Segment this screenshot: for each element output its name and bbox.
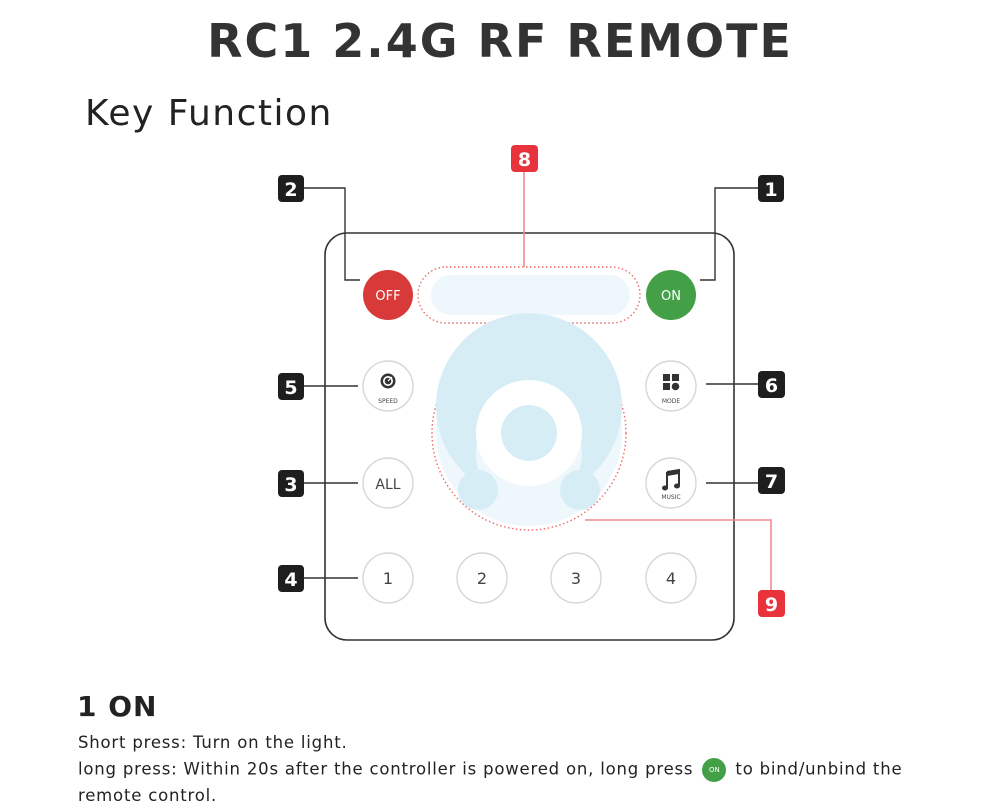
svg-text:8: 8 [518, 149, 531, 171]
speedometer-icon [380, 373, 396, 389]
music-button[interactable] [645, 457, 697, 509]
callout-badge-8: 8 [511, 145, 538, 172]
music-note-icon [662, 468, 680, 491]
svg-text:3: 3 [284, 474, 297, 496]
all-button[interactable] [362, 457, 414, 509]
callout-badge-4: 4 [278, 565, 304, 592]
callout-badge-6: 6 [758, 371, 785, 398]
svg-text:5: 5 [284, 377, 297, 399]
zone-button-1[interactable] [362, 552, 414, 604]
music-button-label: MUSIC [661, 494, 680, 501]
leader-line-1 [700, 187, 758, 281]
off-button[interactable] [363, 270, 413, 320]
long-press-description: long press: Within 20s after the control… [78, 758, 902, 782]
long-press-text-start: long press: Within 20s after the control… [78, 759, 694, 779]
white-light-center-button[interactable] [501, 405, 557, 461]
leader-line-9 [585, 519, 772, 590]
callout-badge-2: 2 [278, 175, 304, 202]
brightness-slider[interactable] [431, 275, 630, 315]
speed-button-label: SPEED [378, 398, 398, 405]
short-press-description: Short press: Turn on the light. [78, 733, 348, 752]
long-press-text-end: to bind/unbind the [735, 759, 903, 779]
zone-button-2[interactable] [456, 552, 508, 604]
svg-text:7: 7 [765, 471, 778, 493]
section-heading: Key Function [85, 93, 333, 134]
mode-grid-icon [663, 374, 680, 391]
zone-button-3[interactable] [550, 552, 602, 604]
remote-diagram: OFF ON SPEED ALL MODE MUSIC 1 2 3 [278, 145, 785, 641]
long-press-description-continued: remote control. [78, 786, 218, 805]
zone-button-4[interactable] [645, 552, 697, 604]
callout-badge-7: 7 [758, 467, 785, 494]
svg-text:6: 6 [765, 375, 778, 397]
on-button[interactable] [646, 270, 696, 320]
mode-button-label: MODE [662, 398, 681, 405]
svg-text:2: 2 [284, 179, 297, 201]
zone-button-1-label: 1 [383, 569, 393, 588]
zone-button-4-label: 4 [666, 569, 676, 588]
zone-button-3-label: 3 [571, 569, 581, 588]
callout-badge-9: 9 [758, 590, 785, 617]
callout-badge-3: 3 [278, 470, 304, 497]
function-title: 1 ON [77, 690, 158, 723]
page-title: RC1 2.4G RF REMOTE [207, 14, 793, 68]
svg-text:1: 1 [764, 179, 777, 201]
svg-text:4: 4 [284, 569, 297, 591]
callout-badge-1: 1 [758, 175, 784, 202]
callout-badge-5: 5 [278, 373, 304, 400]
on-button-inline-icon: ON [702, 758, 727, 782]
color-wheel-ring[interactable] [436, 313, 623, 498]
leader-line-2 [304, 187, 360, 281]
off-button-label: OFF [375, 289, 400, 304]
mode-button[interactable] [645, 360, 697, 412]
on-button-label: ON [661, 289, 681, 304]
svg-text:9: 9 [765, 594, 778, 616]
all-button-label: ALL [375, 477, 400, 493]
zone-button-2-label: 2 [477, 569, 487, 588]
